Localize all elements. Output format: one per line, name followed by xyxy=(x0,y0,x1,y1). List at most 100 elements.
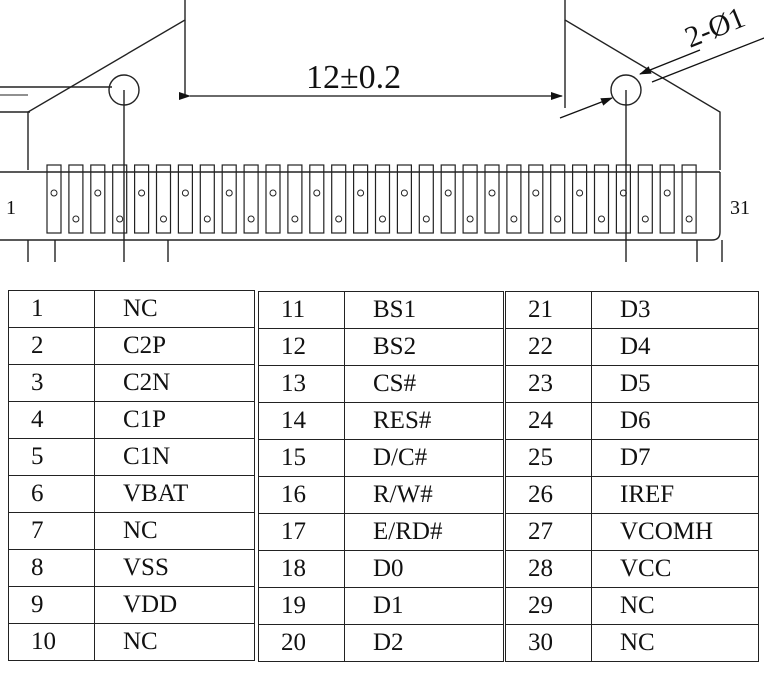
pin-signal: D3 xyxy=(591,291,759,329)
pad-via xyxy=(247,215,255,223)
contact-pad xyxy=(374,164,391,234)
contact-pad xyxy=(571,164,588,234)
pin-number: 19 xyxy=(258,587,345,625)
pad-via xyxy=(444,189,452,197)
contact-pad xyxy=(112,164,128,234)
pin-number: 25 xyxy=(505,439,592,477)
pin-signal: IREF xyxy=(591,476,759,514)
pin-number: 4 xyxy=(8,401,95,439)
pad-via xyxy=(357,189,365,197)
pad-via xyxy=(72,215,80,223)
contact-pad xyxy=(221,164,237,234)
contact-pad xyxy=(528,164,544,234)
pin-number: 1 xyxy=(8,290,95,328)
pin-number: 24 xyxy=(505,402,592,440)
pin-signal: VSS xyxy=(94,549,255,587)
pad-via xyxy=(138,189,146,197)
pin-signal: NC xyxy=(591,587,759,625)
contact-pad xyxy=(287,164,303,234)
pad-via xyxy=(422,215,430,223)
connector-drawing: 12±0.2 2-Ø1 1 31 xyxy=(0,0,764,262)
pin-number: 13 xyxy=(258,365,345,403)
pin-number: 14 xyxy=(258,402,345,440)
hole-label: 2-Ø1 xyxy=(680,1,750,55)
pin-number: 5 xyxy=(8,438,95,476)
pin-signal: D6 xyxy=(591,402,759,440)
contact-pad xyxy=(659,164,675,234)
pad-via xyxy=(313,189,321,197)
contact-pad xyxy=(243,164,259,234)
pad-via xyxy=(488,189,496,197)
pin-signal: BS2 xyxy=(344,328,504,366)
pin-signal: VDD xyxy=(94,586,255,624)
contact-pad xyxy=(440,164,456,234)
pin-number: 22 xyxy=(505,328,592,366)
pin-number: 6 xyxy=(8,475,95,513)
contact-pad xyxy=(681,164,697,234)
pad-via xyxy=(160,215,167,223)
pin-signal: C2P xyxy=(94,327,255,365)
pin-signal: NC xyxy=(94,623,255,661)
pin-signal: E/RD# xyxy=(344,513,504,551)
pad-via xyxy=(50,189,58,197)
dimension-label: 12±0.2 xyxy=(306,59,401,96)
pin-signal: NC xyxy=(591,624,759,662)
pin-number: 3 xyxy=(8,364,95,402)
pin-number: 21 xyxy=(505,291,592,329)
hole-leader xyxy=(559,37,764,119)
pad-via xyxy=(94,189,102,197)
mounting-holes xyxy=(0,74,642,262)
pad-via xyxy=(116,215,124,223)
pad-via xyxy=(379,215,386,223)
contact-pad xyxy=(353,164,369,234)
pad-via xyxy=(335,215,343,223)
contact-pad xyxy=(68,164,84,234)
pin-number: 17 xyxy=(258,513,345,551)
contact-pad xyxy=(637,164,653,234)
pad-via xyxy=(203,215,211,223)
pin-signal: D1 xyxy=(344,587,504,625)
pin-number: 30 xyxy=(505,624,592,662)
contact-pad xyxy=(134,164,150,234)
pin-signal: D/C# xyxy=(344,439,504,477)
contact-pad xyxy=(46,164,62,234)
contact-pad xyxy=(550,164,566,234)
pin-number: 7 xyxy=(8,512,95,550)
contact-pad xyxy=(309,164,325,234)
contact-pad xyxy=(484,164,500,234)
pin-number: 12 xyxy=(258,328,345,366)
contact-pad xyxy=(615,164,632,234)
pin-signal: D7 xyxy=(591,439,759,477)
pin-number: 27 xyxy=(505,513,592,551)
pad-via xyxy=(598,215,605,223)
contact-pad xyxy=(418,164,434,234)
pad-via xyxy=(685,215,693,223)
pad-via xyxy=(291,215,299,223)
pad-via xyxy=(510,215,518,223)
contact-pad xyxy=(462,164,478,234)
contact-pads xyxy=(46,164,697,234)
pad-via xyxy=(225,189,233,197)
pin-number: 20 xyxy=(258,624,345,662)
pin-signal: R/W# xyxy=(344,476,504,514)
